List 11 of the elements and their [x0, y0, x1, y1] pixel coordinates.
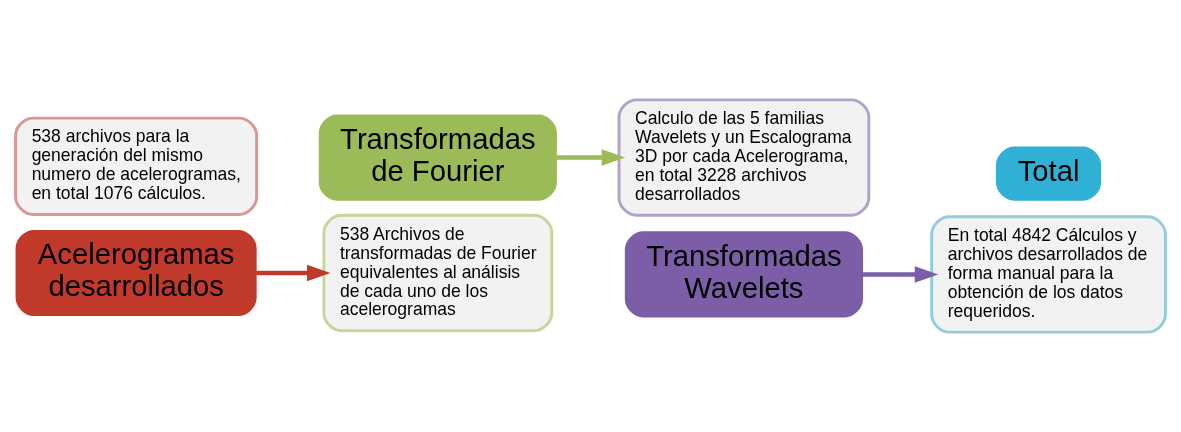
- node-box: Transformadas Wavelets: [624, 231, 863, 318]
- arrow: [256, 264, 331, 282]
- node-box: 538 Archivos de transformadas de Fourier equivalentes al análisis de cada uno de los acelerogramas: [322, 213, 554, 333]
- node-box: Calculo de las 5 familias Wavelets y un Escalograma 3D por cada Acelerograma, en total 3228 archivos desarrollados: [617, 98, 871, 217]
- node-box: 538 archivos para la generación del mismo numero de acelerogramas, en total 1076 cálculos.: [14, 116, 259, 216]
- arrow: [556, 149, 626, 166]
- node-box: En total 4842 Cálculos y archivos desarrollados de forma manual para la obtención de los datos requeridos.: [930, 215, 1167, 334]
- node-box: Transformadas de Fourier: [318, 114, 557, 201]
- node-box: Total: [995, 146, 1102, 201]
- node-box: Acelerogramas desarrollados: [15, 229, 257, 317]
- arrow: [862, 266, 939, 283]
